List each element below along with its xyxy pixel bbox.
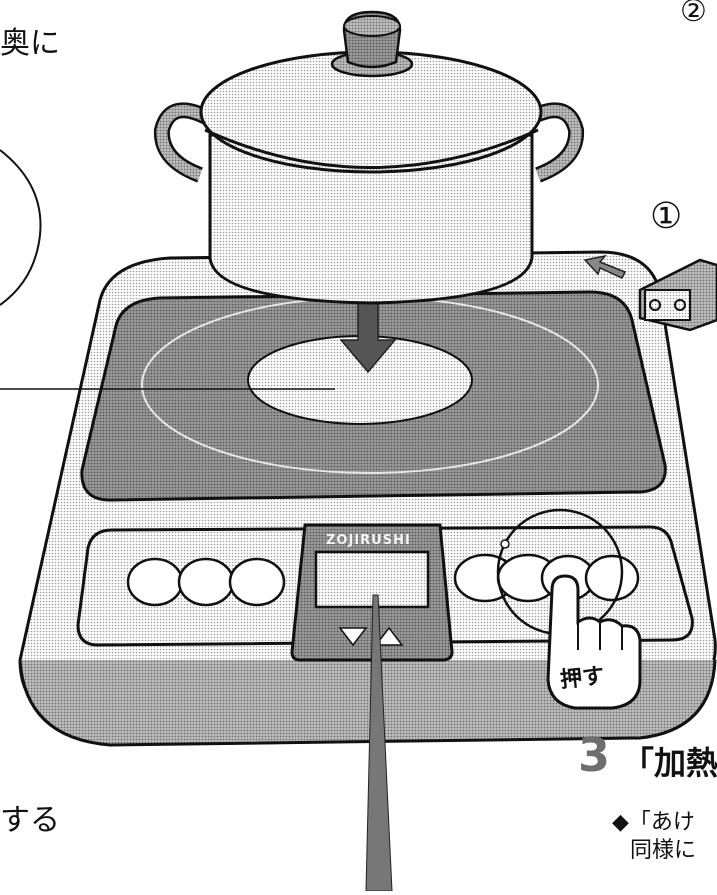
power-plug [640, 260, 717, 330]
text-top-left: 奥に [0, 18, 60, 62]
step-number: 3 [578, 728, 610, 782]
step-marker-2: ② [680, 0, 707, 29]
step-marker-1: ① [650, 196, 682, 237]
step-title: 「加熱 [622, 738, 717, 784]
text-bottom-left: する [0, 795, 60, 839]
panel-button-3 [230, 559, 284, 605]
panel-button-2 [179, 559, 233, 605]
note-line-2: 同様に [630, 832, 696, 864]
panel-button-7 [586, 556, 638, 600]
brand-logo: ZOJIRUSHI [326, 533, 411, 548]
pot [162, 12, 576, 303]
lcd-display [316, 552, 428, 607]
panel-button-1 [128, 559, 182, 605]
push-label: 押す [558, 658, 605, 694]
callout-circle-left [0, 150, 41, 305]
